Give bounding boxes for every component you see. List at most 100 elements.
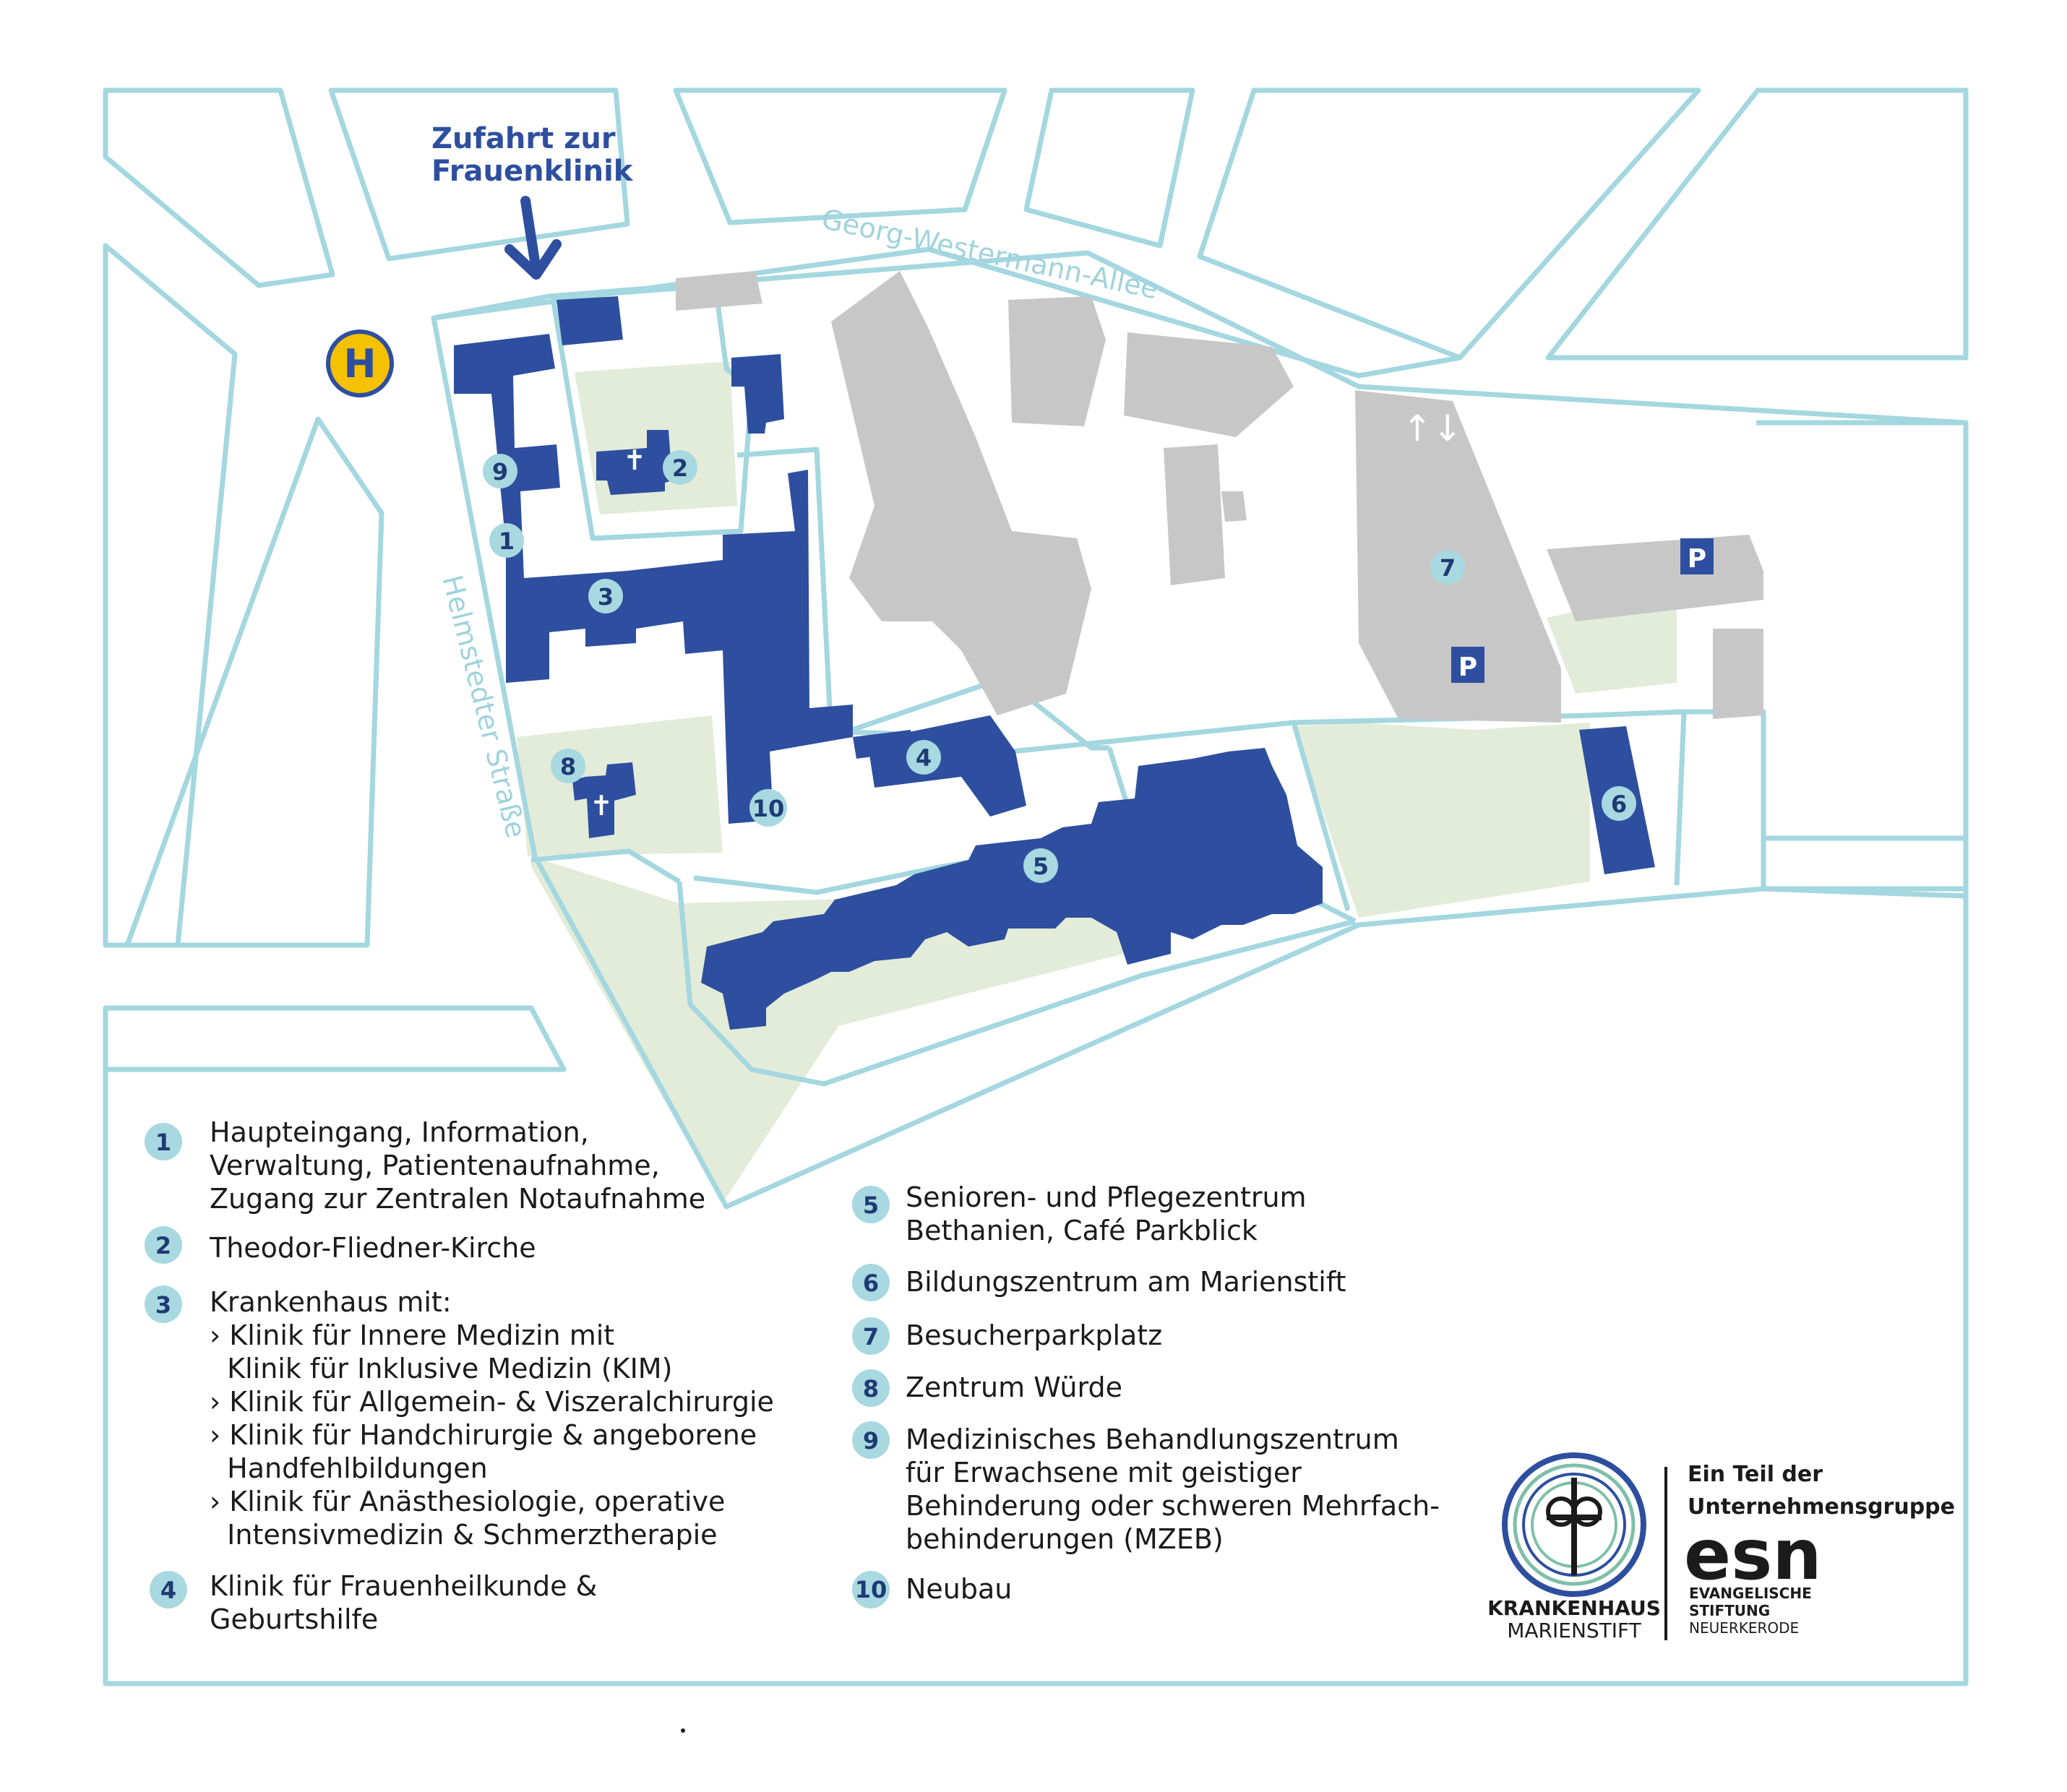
svg-text:Geburtshilfe: Geburtshilfe xyxy=(210,1603,378,1635)
church-2 xyxy=(596,430,672,495)
esn-line2: STIFTUNG xyxy=(1689,1602,1770,1619)
svg-text:6: 6 xyxy=(863,1270,879,1297)
church-cross-icon: ✝ xyxy=(623,444,646,476)
hospital-logo-icon xyxy=(1502,1452,1646,1597)
legend-item-3: 3 Krankenhaus mit: › Klinik für Innere M… xyxy=(145,1285,774,1551)
map-marker-8: 8 xyxy=(551,749,585,783)
parking-sign-1 xyxy=(1680,538,1714,574)
access-label-line2: Frauenklinik xyxy=(431,155,634,188)
svg-text:Neubau: Neubau xyxy=(906,1573,1012,1605)
svg-text:1: 1 xyxy=(499,527,515,555)
parking-icon: P xyxy=(1688,544,1706,574)
svg-text:Verwaltung, Patientenaufnahme,: Verwaltung, Patientenaufnahme, xyxy=(210,1150,660,1181)
svg-text:› Klinik für Innere Medizin mi: › Klinik für Innere Medizin mit xyxy=(210,1319,614,1351)
map-markers: 1 2 3 4 5 6 7 8 9 10 xyxy=(483,450,1636,883)
building-4-link xyxy=(853,730,912,759)
legend-item-2: 2 Theodor-Fliedner-Kirche xyxy=(145,1226,536,1264)
svg-text:8: 8 xyxy=(863,1375,879,1403)
svg-text:Intensivmedizin & Schmerzthera: Intensivmedizin & Schmerztherapie xyxy=(210,1519,718,1551)
svg-text:3: 3 xyxy=(598,583,614,611)
hospital-buildings xyxy=(454,296,1655,1030)
svg-text:9: 9 xyxy=(863,1427,879,1455)
svg-text:Haupteingang, Information,: Haupteingang, Information, xyxy=(210,1116,589,1148)
svg-text:4: 4 xyxy=(916,744,932,772)
bus-stop-icon: H xyxy=(326,329,394,397)
access-label-line1: Zufahrt zur xyxy=(431,122,616,155)
svg-text:6: 6 xyxy=(1611,791,1627,818)
parking-icon: P xyxy=(1458,652,1477,682)
map-marker-9: 9 xyxy=(483,454,517,488)
svg-text:3: 3 xyxy=(155,1291,171,1319)
legend-item-1: 1 Haupteingang, Information, Verwaltung,… xyxy=(145,1116,705,1215)
svg-text:1: 1 xyxy=(155,1129,171,1156)
svg-text:H: H xyxy=(343,341,376,387)
branding: KRANKENHAUS MARIENSTIFT Ein Teil der Unt… xyxy=(1487,1452,1955,1642)
svg-text:Bildungszentrum am Marienstift: Bildungszentrum am Marienstift xyxy=(906,1266,1346,1298)
two-way-traffic-icon: ↑↓ xyxy=(1402,408,1463,449)
building-top xyxy=(556,296,623,345)
legend-item-10: 10 Neubau xyxy=(852,1571,1012,1608)
svg-text:7: 7 xyxy=(863,1323,879,1351)
svg-text:Zentrum Würde: Zentrum Würde xyxy=(906,1371,1122,1403)
map-marker-10: 10 xyxy=(749,789,787,827)
church-cross-icon: ✝ xyxy=(590,790,613,822)
access-arrow-icon xyxy=(504,196,562,280)
green-areas xyxy=(517,361,1677,1203)
svg-text:Klinik für Frauenheilkunde &: Klinik für Frauenheilkunde & xyxy=(210,1570,597,1602)
map-marker-5: 5 xyxy=(1023,848,1058,883)
building-4 xyxy=(867,715,1026,817)
svg-text:Senioren- und Pflegezentrum: Senioren- und Pflegezentrum xyxy=(906,1181,1307,1213)
svg-text:4: 4 xyxy=(160,1577,176,1604)
svg-text:5: 5 xyxy=(1033,853,1049,880)
hospital-name-line2: MARIENSTIFT xyxy=(1507,1619,1641,1642)
esn-line1: EVANGELISCHE xyxy=(1689,1585,1812,1602)
map-marker-3: 3 xyxy=(588,579,623,613)
svg-text:Bethanien, Café Parkblick: Bethanien, Café Parkblick xyxy=(906,1215,1258,1246)
stray-dot xyxy=(681,1728,685,1733)
hospital-name-line1: KRANKENHAUS xyxy=(1487,1596,1661,1620)
legend-item-5: 5 Senioren- und Pflegezentrum Bethanien,… xyxy=(852,1181,1307,1246)
legend-item-4: 4 Klinik für Frauenheilkunde & Geburtshi… xyxy=(150,1570,597,1635)
map-marker-1: 1 xyxy=(489,523,524,558)
map-marker-4: 4 xyxy=(906,740,941,775)
svg-text:› Klinik für Allgemein- & Visz: › Klinik für Allgemein- & Viszeralchirur… xyxy=(210,1386,774,1418)
svg-text:› Klinik für Handchirurgie & a: › Klinik für Handchirurgie & angeborene xyxy=(210,1419,757,1451)
group-line1: Ein Teil der xyxy=(1688,1462,1823,1487)
svg-text:behinderungen (MZEB): behinderungen (MZEB) xyxy=(906,1523,1224,1555)
svg-text:für Erwachsene mit geistiger: für Erwachsene mit geistiger xyxy=(906,1457,1302,1489)
building-9-1 xyxy=(454,334,853,824)
street-label-georg-westermann-allee: Georg-Westermann-Allee xyxy=(819,203,1161,306)
svg-text:› Klinik für Anästhesiologie,: › Klinik für Anästhesiologie, operative xyxy=(210,1486,725,1517)
svg-text:7: 7 xyxy=(1440,554,1456,582)
svg-text:Krankenhaus mit:: Krankenhaus mit: xyxy=(210,1286,452,1318)
building-small-east xyxy=(731,354,784,434)
svg-text:9: 9 xyxy=(492,458,508,486)
svg-text:Theodor-Fliedner-Kirche: Theodor-Fliedner-Kirche xyxy=(209,1232,536,1264)
legend-item-8: 8 Zentrum Würde xyxy=(852,1369,1122,1407)
svg-text:10: 10 xyxy=(855,1576,888,1603)
map-marker-6: 6 xyxy=(1602,786,1636,821)
svg-text:8: 8 xyxy=(560,753,576,780)
group-line2: Unternehmensgruppe xyxy=(1688,1494,1955,1520)
svg-text:Handfehlbildungen: Handfehlbildungen xyxy=(210,1452,488,1484)
map-marker-2: 2 xyxy=(663,450,697,485)
legend-item-9: 9 Medizinisches Behandlungszentrum für E… xyxy=(852,1421,1440,1555)
svg-text:10: 10 xyxy=(752,795,785,822)
legend-item-6: 6 Bildungszentrum am Marienstift xyxy=(852,1264,1346,1301)
svg-text:2: 2 xyxy=(672,455,688,482)
building-5 xyxy=(701,748,1323,1030)
parking-sign-2 xyxy=(1451,647,1484,683)
esn-line3: NEUERKERODE xyxy=(1689,1619,1799,1637)
svg-text:Behinderung oder schweren Mehr: Behinderung oder schweren Mehrfach- xyxy=(906,1490,1440,1522)
svg-text:Medizinisches Behandlungszentr: Medizinisches Behandlungszentrum xyxy=(906,1423,1399,1455)
svg-text:5: 5 xyxy=(863,1192,879,1219)
svg-text:Besucherparkplatz: Besucherparkplatz xyxy=(906,1319,1162,1351)
esn-logo: esn xyxy=(1684,1515,1822,1595)
map-marker-7: 7 xyxy=(1430,550,1465,585)
legend-item-7: 7 Besucherparkplatz xyxy=(852,1317,1162,1355)
parking-signs: P P xyxy=(1451,538,1714,683)
svg-text:Klinik für Inklusive Medizin (: Klinik für Inklusive Medizin (KIM) xyxy=(210,1353,672,1384)
church-8 xyxy=(572,762,636,838)
svg-text:2: 2 xyxy=(155,1232,171,1259)
